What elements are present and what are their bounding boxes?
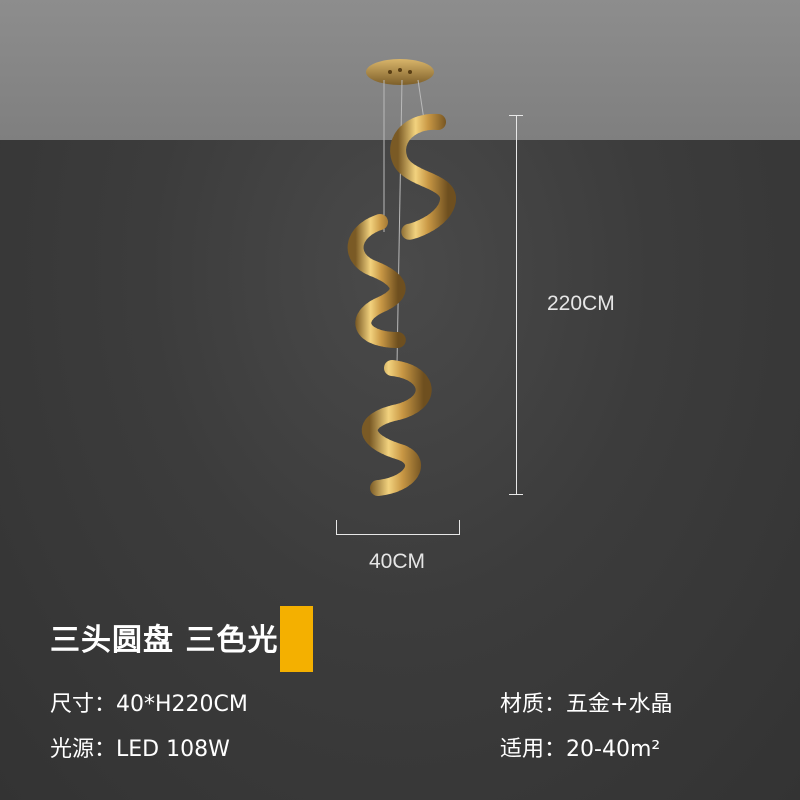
spec-light-source-value: LED 108W <box>116 737 230 762</box>
width-dimension-line <box>336 520 460 536</box>
accent-block <box>280 606 313 672</box>
spec-material-value: 五金+水晶 <box>566 692 673 717</box>
spec-size: 尺寸：40*H220CM <box>50 686 248 718</box>
spec-area: 适用：20-40m² <box>500 731 660 763</box>
spec-area-label: 适用： <box>500 737 567 762</box>
suspension-wire <box>396 79 403 366</box>
width-dimension-label: 40CM <box>369 550 426 573</box>
wall-background <box>0 140 800 800</box>
crystal-spiral-middle <box>347 214 406 348</box>
spiral-chandelier-illustration <box>347 59 456 496</box>
crystal-spiral-top <box>390 113 456 240</box>
spec-area-value: 20-40m² <box>566 737 661 762</box>
product-title: 三头圆盘 三色光 <box>50 623 279 658</box>
height-dimension-label: 220CM <box>547 292 615 315</box>
spec-size-value: 40*H220CM <box>116 692 248 717</box>
spec-light-source-label: 光源： <box>50 737 117 762</box>
suspension-wire <box>417 79 425 121</box>
height-dimension-line <box>509 115 523 495</box>
crystal-spiral-bottom <box>361 360 432 496</box>
spec-size-label: 尺寸： <box>50 692 117 717</box>
spec-light-source: 光源：LED 108W <box>50 731 230 763</box>
spec-material-label: 材质： <box>500 692 567 717</box>
spec-material: 材质：五金+水晶 <box>500 686 672 718</box>
